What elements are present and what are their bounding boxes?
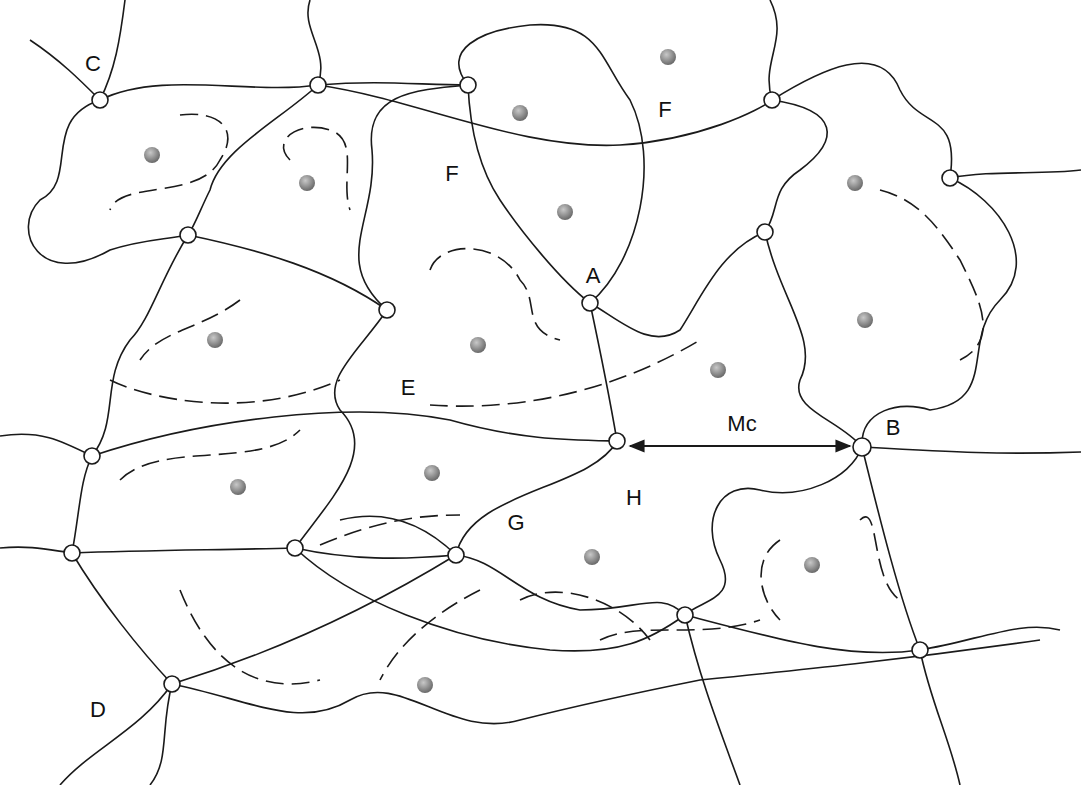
point-label: F [443,162,460,186]
filler-particles [144,49,873,693]
point-label: Mc [725,412,758,436]
point-label: D [88,698,108,722]
point-label: A [584,264,603,288]
point-label: E [399,376,418,400]
distance-arrow [630,445,850,447]
point-label: C [83,52,103,76]
crosslink-points [64,77,958,692]
free-chains [110,114,983,684]
point-label: H [624,486,644,510]
point-label: B [884,416,903,440]
point-label: G [505,511,526,535]
point-label: F [656,98,673,122]
